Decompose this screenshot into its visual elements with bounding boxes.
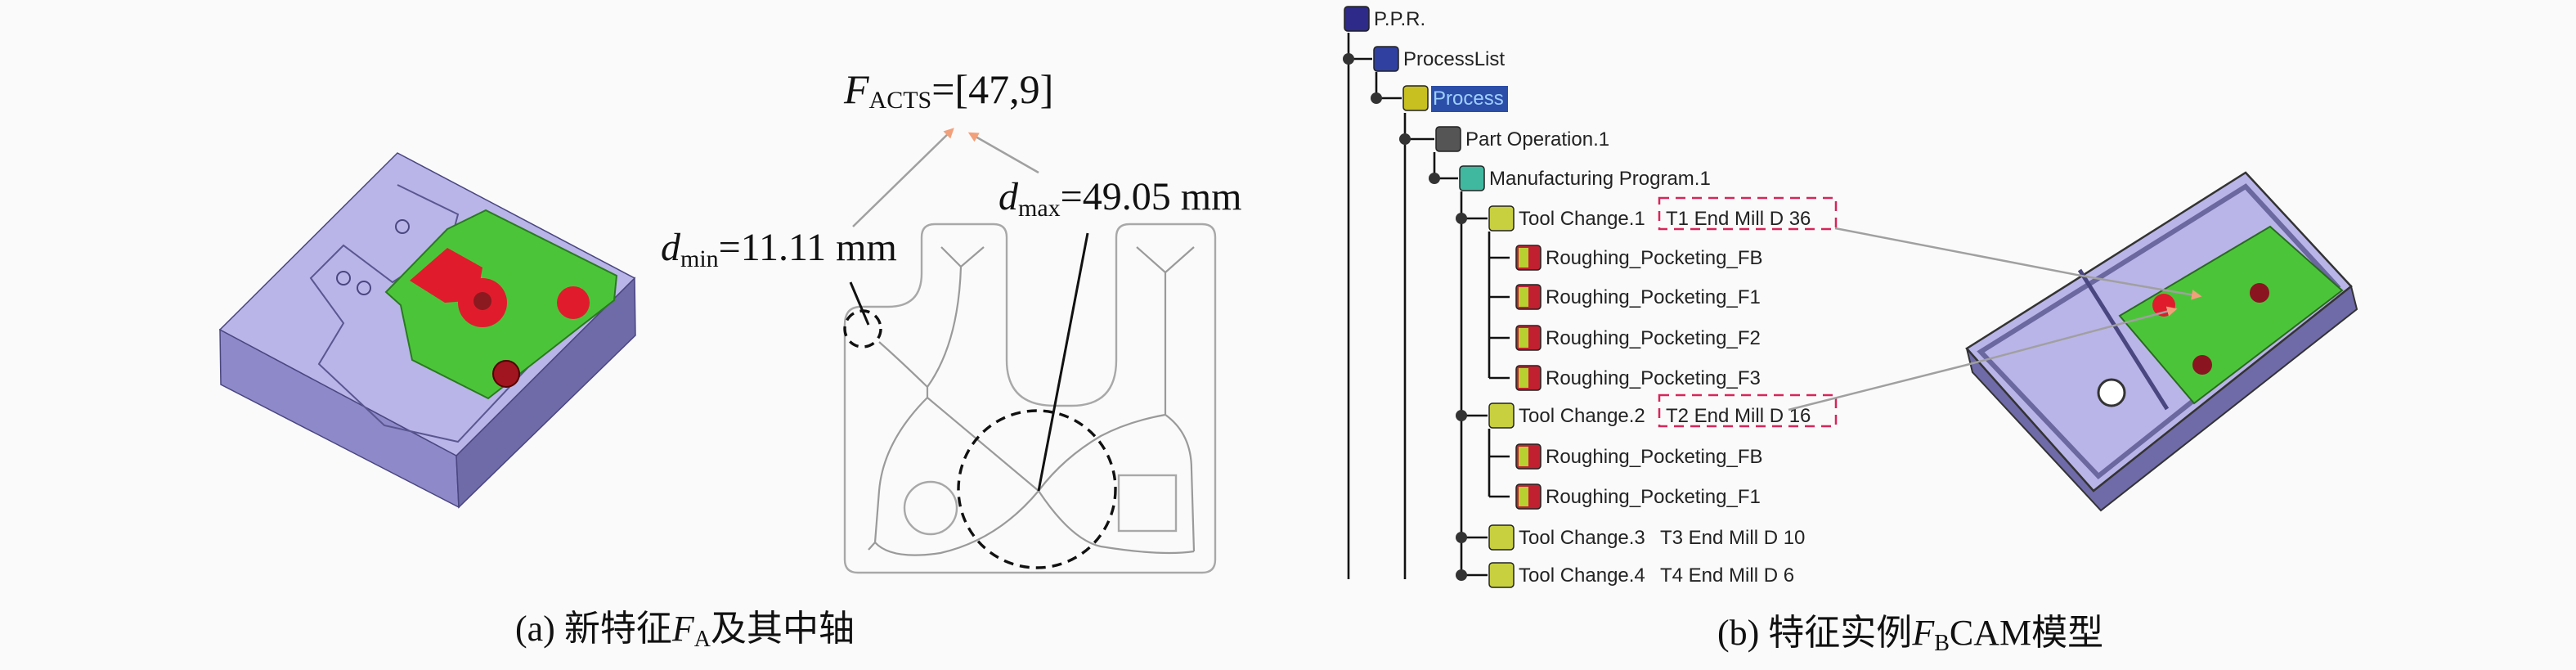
tool-label: T3 End Mill D 10 <box>1660 527 1805 549</box>
selection-highlight <box>1431 86 1508 112</box>
dmax-label: dmax=49.05 mm <box>999 175 1241 222</box>
hole-icon <box>336 271 351 286</box>
dmin-arrow <box>852 128 954 227</box>
collapse-toggle-icon[interactable] <box>1456 532 1467 543</box>
tree-node-label: Tool Change.2 <box>1519 405 1645 427</box>
feature-green <box>2118 225 2344 405</box>
tool-label: T4 End Mill D 6 <box>1660 564 1794 587</box>
collapse-toggle-icon[interactable] <box>1371 92 1382 104</box>
tree-node[interactable]: Tool Change.3 T3 End Mill D 10 <box>1456 524 1805 551</box>
collapse-toggle-icon[interactable] <box>1456 569 1467 581</box>
pocket-divider <box>2077 268 2170 411</box>
pocketing-icon-accent <box>1519 368 1528 388</box>
hole-icon <box>357 281 371 295</box>
tool-change-icon <box>1488 402 1515 429</box>
tree-node-label: Roughing_Pocketing_F1 <box>1546 286 1761 308</box>
tree-node[interactable]: Roughing_Pocketing_FB <box>1489 443 1763 470</box>
feature-dark-red-hole <box>2250 283 2269 303</box>
process-icon <box>1402 85 1429 111</box>
pocketing-icon-accent <box>1519 287 1528 307</box>
panel-a: FACTS=[47,9] dmin=11.11 mm dmax=49.05 mm… <box>218 66 1241 652</box>
collapse-toggle-icon[interactable] <box>1456 410 1467 421</box>
collapse-toggle-icon[interactable] <box>1429 173 1440 184</box>
facts-formula: FACTS=[47,9] <box>843 66 1053 114</box>
t1-link-line <box>1834 227 2202 300</box>
feature-red-boss <box>557 286 590 319</box>
dmin-label: dmin=11.11 mm <box>661 226 897 272</box>
tree-node-label: P.P.R. <box>1374 8 1425 30</box>
tool-change-icon <box>1488 524 1515 551</box>
tool-change-icon <box>1488 205 1515 232</box>
feature-dark-red-hole <box>2192 355 2212 375</box>
tree-node[interactable]: P.P.R. <box>1344 6 1425 32</box>
caption-b: (b) 特征实例FBCAM模型 <box>1717 613 2103 656</box>
collapse-toggle-icon[interactable] <box>1343 53 1354 65</box>
tree-node-label: Tool Change.4 <box>1519 564 1645 587</box>
tree-node[interactable]: Roughing_Pocketing_F2 <box>1489 325 1761 351</box>
tree-node-label: Tool Change.3 <box>1519 527 1645 549</box>
tree-connectors <box>1347 33 1491 579</box>
tree-node-label: Tool Change.1 <box>1519 208 1645 230</box>
through-hole <box>2097 378 2126 407</box>
manufacturing-program-icon <box>1459 165 1485 191</box>
feature-outline <box>843 223 1217 574</box>
collapse-toggle-icon[interactable] <box>1399 133 1411 145</box>
tree-node[interactable]: Roughing_Pocketing_F1 <box>1489 483 1761 510</box>
pocket-wall <box>1977 183 2341 480</box>
tree-node[interactable]: Process <box>1371 85 1508 112</box>
tree-node-label: Manufacturing Program.1 <box>1489 168 1711 190</box>
cam-part-model <box>1965 171 2358 512</box>
tree-node-label: Roughing_Pocketing_F2 <box>1546 327 1761 349</box>
pocketing-icon-accent <box>1519 328 1528 348</box>
ppr-icon <box>1344 6 1370 32</box>
part-operation-icon <box>1435 126 1461 152</box>
hole-icon <box>395 219 410 234</box>
tool-highlight-box <box>1658 196 1838 231</box>
collapse-toggle-icon[interactable] <box>1456 213 1467 224</box>
dmin-leader <box>849 281 870 326</box>
tool-label: T1 End Mill D 36 <box>1666 208 1811 230</box>
medial-axis <box>868 246 1196 556</box>
tree-node-label: Roughing_Pocketing_FB <box>1546 247 1763 269</box>
tree-node-label: ProcessList <box>1403 48 1505 70</box>
process-list-icon <box>1373 46 1399 72</box>
tree-node-label: Roughing_Pocketing_F1 <box>1546 486 1761 508</box>
pocketing-icon-accent <box>1519 487 1528 506</box>
tree-node[interactable]: Manufacturing Program.1 <box>1429 165 1711 191</box>
medial-axis-diagram <box>843 128 1217 574</box>
tree-node[interactable]: Tool Change.1 T1 End Mill D 36 <box>1456 196 1838 232</box>
hole-outline <box>903 480 958 536</box>
dmax-arrow <box>967 132 1039 174</box>
ring-hole <box>473 292 491 310</box>
feature-dark-red-hole <box>492 360 520 388</box>
tree-node-label: Part Operation.1 <box>1465 128 1609 151</box>
tree-node[interactable]: Roughing_Pocketing_FB <box>1489 245 1763 271</box>
tool-label: T2 End Mill D 16 <box>1666 405 1811 427</box>
part-model-3d <box>218 152 636 509</box>
caption-a: (a) 新特征FA及其中轴 <box>515 609 855 652</box>
square-outline <box>1117 474 1178 533</box>
dmax-leader <box>1037 232 1089 492</box>
pocketing-icon-accent <box>1519 447 1528 466</box>
tool-highlight-box <box>1658 393 1838 428</box>
max-circle <box>957 409 1117 569</box>
tree-node[interactable]: Roughing_Pocketing_F1 <box>1489 284 1761 310</box>
tree-node-label: Process <box>1433 88 1504 110</box>
tree-node-label: Roughing_Pocketing_F3 <box>1546 367 1761 389</box>
tree-node[interactable]: Roughing_Pocketing_F3 <box>1489 365 1761 391</box>
tree-node-label: Roughing_Pocketing_FB <box>1546 446 1763 468</box>
t2-link-line <box>1788 306 2178 411</box>
tree-node[interactable]: Part Operation.1 <box>1399 126 1609 152</box>
tree-node[interactable]: Tool Change.2 T2 End Mill D 16 <box>1456 393 1838 429</box>
min-circle <box>843 309 882 348</box>
tree-node[interactable]: ProcessList <box>1343 46 1505 72</box>
tool-change-icon <box>1488 562 1515 588</box>
pocketing-icon-accent <box>1519 248 1528 268</box>
tree-node[interactable]: Tool Change.4 T4 End Mill D 6 <box>1456 562 1794 588</box>
